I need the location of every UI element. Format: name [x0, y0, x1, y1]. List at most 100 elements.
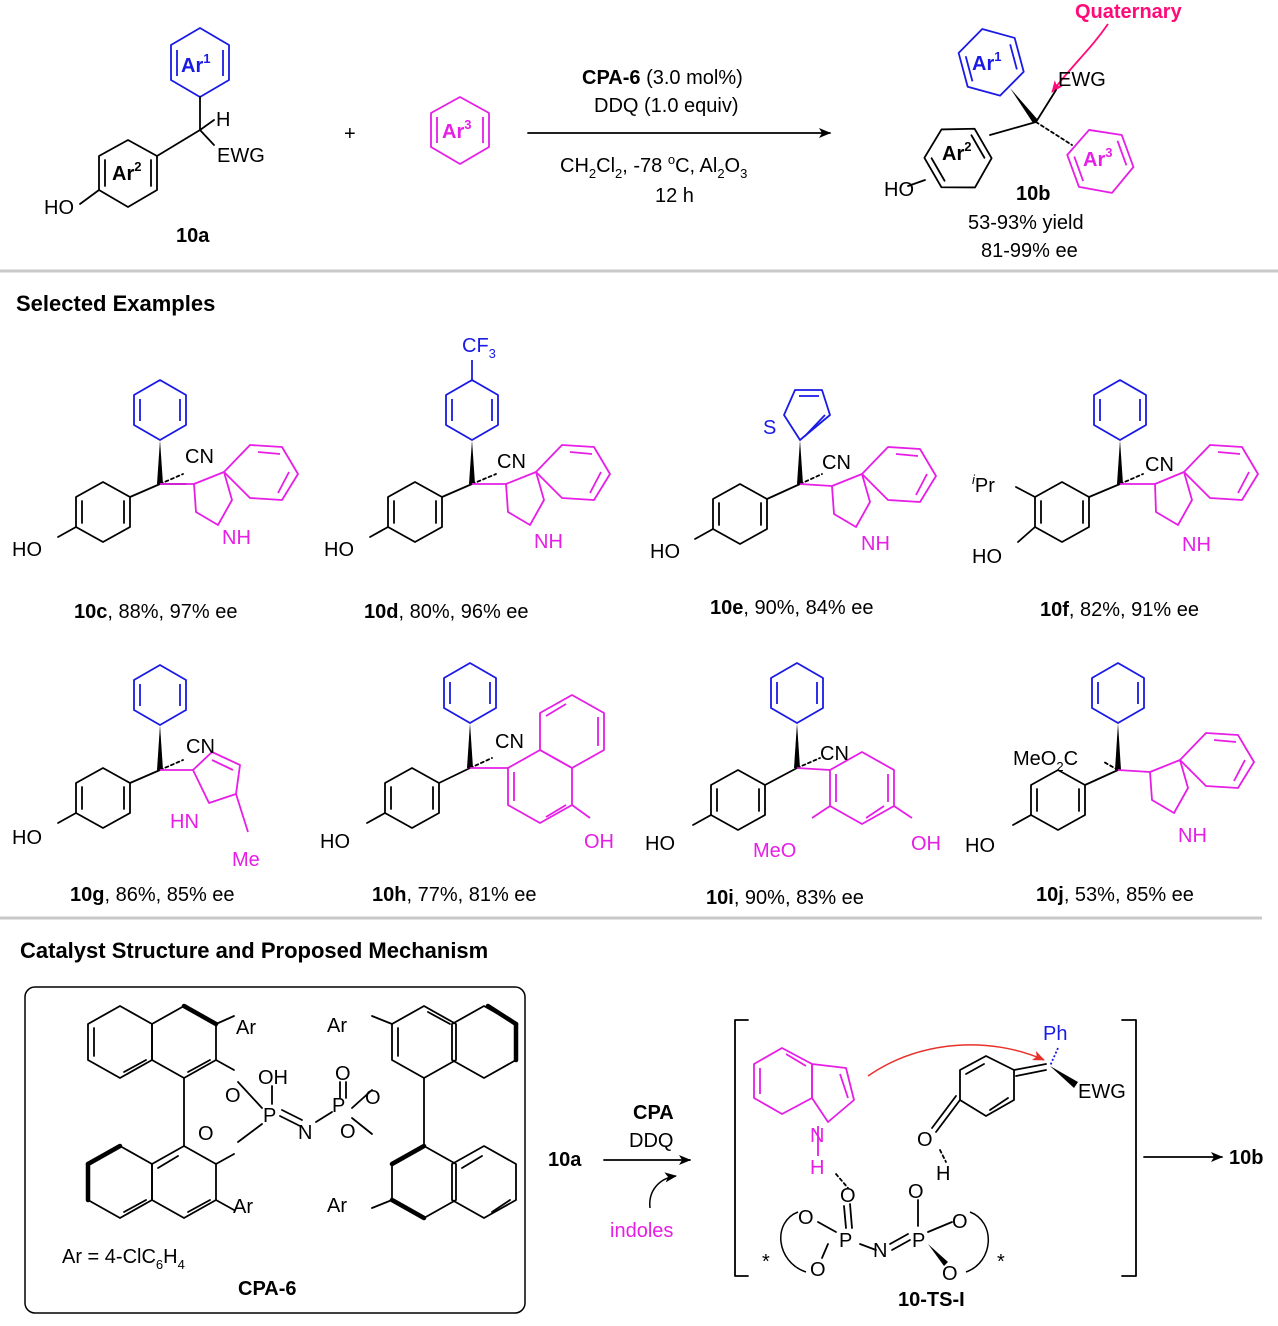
atom-cn: CN: [185, 446, 214, 468]
atom-nh: NH: [222, 527, 251, 549]
ts-o-ring1: O: [798, 1207, 814, 1229]
atom-meo: MeO: [753, 840, 796, 862]
example-10i-caption: 10i, 90%, 83% ee: [706, 887, 864, 909]
cat-ar-definition: Ar = 4-ClC6H4: [62, 1246, 185, 1272]
cat-ar-bottom-left: Ar: [233, 1196, 253, 1218]
indoles-curved-arrow: [649, 1172, 677, 1209]
atom-hn: HN: [170, 811, 199, 833]
atom-nh: NH: [861, 533, 890, 555]
atom-meo2c: MeO2C: [1013, 748, 1078, 774]
atom-ho: HO: [965, 835, 995, 857]
ts-n-bridge: N: [873, 1240, 887, 1262]
example-10j-structure: [1012, 662, 1255, 831]
cat-p1: P: [263, 1105, 276, 1127]
oxidant-condition: DDQ (1.0 equiv): [594, 95, 739, 117]
yield-range: 53-93% yield: [968, 212, 1084, 234]
example-10c-caption: 10c, 88%, 97% ee: [74, 601, 237, 623]
atom-ho: HO: [324, 539, 354, 561]
reactant-10a: Ar1 Ar2 H EWG HO 10a: [44, 27, 265, 247]
ts-p2: P: [912, 1230, 925, 1252]
product-ar2-label: Ar2: [942, 139, 971, 165]
atom-nh: NH: [534, 531, 563, 553]
ts-o-acceptor: O: [840, 1185, 856, 1207]
mech-start: 10a: [548, 1149, 582, 1171]
ar1-label: Ar1: [181, 51, 210, 77]
example-10f-caption: 10f, 82%, 91% ee: [1040, 599, 1199, 621]
transition-state: [753, 1044, 1078, 1273]
reaction-conditions: CPA-6 (3.0 mol%) DDQ (1.0 equiv) CH2Cl2,…: [527, 67, 831, 207]
selected-examples-heading: Selected Examples: [16, 291, 215, 316]
solvent-condition: CH2Cl2, -78 oC, Al2O3: [560, 152, 747, 181]
ts-h1: H: [810, 1157, 824, 1179]
example-10c-structure: [57, 379, 299, 543]
atom-cn: CN: [497, 451, 526, 473]
cat-o3: O: [365, 1087, 381, 1109]
plus-sign: +: [344, 123, 356, 145]
atom-cn: CN: [1145, 454, 1174, 476]
atom-cn: CN: [186, 736, 215, 758]
ts-o-ring3: O: [952, 1211, 968, 1233]
example-10h-caption: 10h, 77%, 81% ee: [372, 884, 537, 906]
cat-n: N: [298, 1122, 312, 1144]
quaternary-label: Quaternary: [1075, 1, 1183, 23]
ts-o-carbonyl: O: [917, 1129, 933, 1151]
cat-oh: OH: [258, 1067, 288, 1089]
cat-o2: O: [198, 1123, 214, 1145]
catalyst-condition: CPA-6 (3.0 mol%): [582, 67, 743, 89]
ts-p1: P: [839, 1230, 852, 1252]
reagent-ar3: Ar3: [430, 96, 490, 165]
ts-star2: *: [997, 1251, 1005, 1273]
atom-ho: HO: [650, 541, 680, 563]
mech-reagent-cpa: CPA: [633, 1102, 674, 1124]
example-10f-structure: [1015, 379, 1259, 543]
product-ar1-label: Ar1: [972, 49, 1001, 75]
ts-o-ring2: O: [810, 1259, 826, 1281]
atom-s: S: [763, 417, 776, 439]
example-10j-caption: 10j, 53%, 85% ee: [1036, 884, 1194, 906]
catalyst-box: [24, 986, 526, 1314]
product-ho-label: HO: [884, 179, 914, 201]
mech-reagent-ddq: DDQ: [629, 1130, 673, 1152]
ar2-label: Ar2: [112, 159, 141, 185]
ts-n: N: [810, 1125, 824, 1147]
product-10b: Quaternary Ar1 Ar2 Ar3 EWG HO 10b: [884, 1, 1183, 262]
mech-product: 10b: [1229, 1147, 1263, 1169]
atom-ho: HO: [972, 546, 1002, 568]
wedge-bond: [1010, 88, 1038, 123]
example-10e-caption: 10e, 90%, 84% ee: [710, 597, 873, 619]
atom-cf3: CF3: [462, 335, 496, 361]
cat-ar-top-right: Ar: [327, 1015, 347, 1037]
atom-nh: NH: [1182, 534, 1211, 556]
ts-o-oh: O: [908, 1181, 924, 1203]
atom-cn: CN: [822, 452, 851, 474]
product-ar3-label: Ar3: [1083, 145, 1112, 171]
catalyst-heading: Catalyst Structure and Proposed Mechanis…: [20, 938, 488, 963]
atom-ipr: iPr: [972, 472, 995, 497]
time-condition: 12 h: [655, 185, 694, 207]
cat-p2: P: [332, 1095, 345, 1117]
product-ewg-label: EWG: [1058, 69, 1106, 91]
bracket-left: [734, 1019, 749, 1277]
example-10e-structure: [694, 389, 937, 545]
cat-o1: O: [225, 1085, 241, 1107]
atom-cn: CN: [495, 731, 524, 753]
mech-additive: indoles: [610, 1220, 673, 1242]
atom-ho: HO: [12, 539, 42, 561]
h-label: H: [216, 109, 230, 131]
catalyst-name: CPA-6: [238, 1278, 297, 1300]
ee-range: 81-99% ee: [981, 240, 1078, 262]
cat-ar-bottom-right: Ar: [327, 1195, 347, 1217]
quaternary-arrow: [1051, 23, 1109, 93]
ts-label: 10-TS-I: [898, 1289, 965, 1311]
ts-o-ring4: O: [942, 1263, 958, 1285]
cat-o4: O: [340, 1121, 356, 1143]
atom-ho: HO: [645, 833, 675, 855]
cat-ar-top-left: Ar: [236, 1017, 256, 1039]
compound-label-10a: 10a: [176, 225, 210, 247]
example-10i-structure: [692, 662, 913, 831]
atom-ho: HO: [12, 827, 42, 849]
ts-ewg: EWG: [1078, 1081, 1126, 1103]
compound-label-10b: 10b: [1016, 183, 1050, 205]
cpa6-structure: [85, 1003, 519, 1221]
